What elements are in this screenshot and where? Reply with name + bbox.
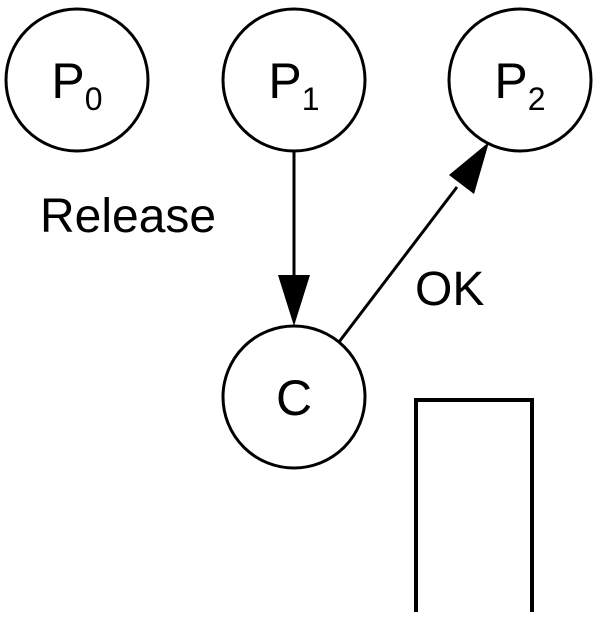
process-node-p0-label: P0 [51, 53, 102, 117]
process-node-p1-label: P1 [268, 53, 319, 117]
request-queue [414, 398, 534, 612]
process-node-p1: P1 [221, 7, 367, 153]
release-arrowhead [278, 275, 310, 326]
ok-arrow-line [337, 186, 459, 343]
process-node-p0: P0 [4, 7, 150, 153]
ok-label: OK [415, 263, 484, 316]
process-node-p0-circle [4, 7, 150, 153]
coordinator-node-label: C [276, 370, 312, 426]
process-node-p2-label: P2 [494, 53, 545, 117]
release-label: Release [40, 190, 216, 243]
process-node-p2-circle [447, 7, 593, 153]
process-node-p1-circle [221, 7, 367, 153]
ok-arrowhead [449, 142, 489, 194]
ok-arrow [337, 142, 489, 343]
release-arrow [278, 152, 310, 326]
process-node-p2: P2 [447, 7, 593, 153]
coordinator-node: C [221, 324, 367, 470]
